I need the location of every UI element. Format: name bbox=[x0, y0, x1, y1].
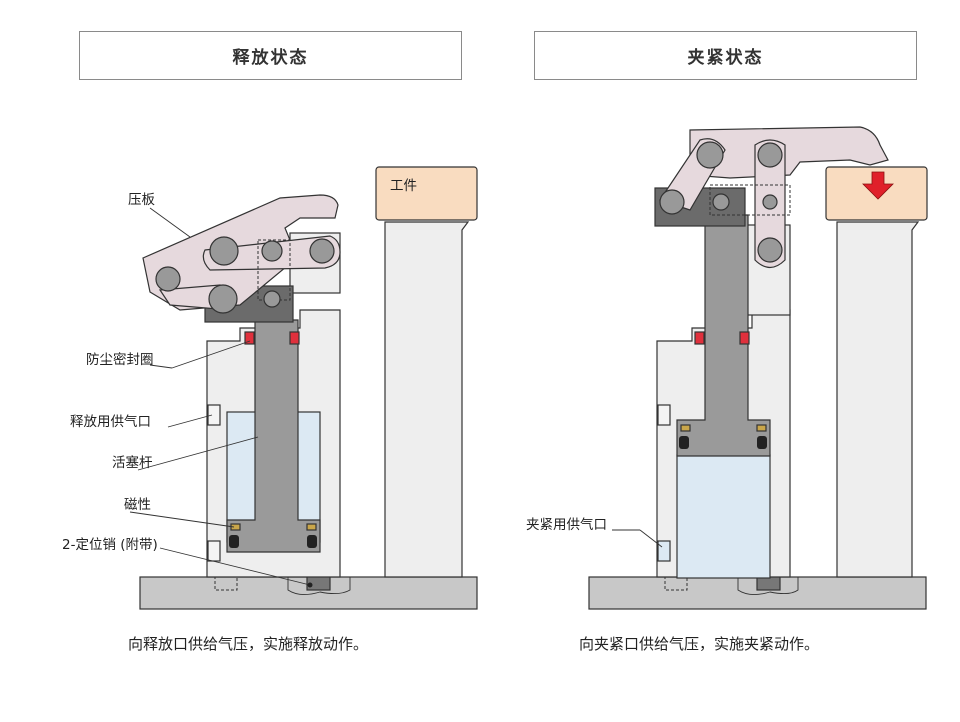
magnet-right bbox=[306, 523, 317, 531]
dust-seal-left bbox=[244, 331, 255, 345]
leader-dust-seal bbox=[171, 340, 251, 369]
hidden-link bbox=[257, 239, 291, 301]
piston-seal-right bbox=[307, 535, 317, 548]
clamp-diagram-right: 夹紧用供气口 向夹紧口供给气压，实施夹紧动作。 bbox=[526, 126, 928, 653]
locating-pin-label: 2-定位销 (附带) bbox=[62, 537, 158, 553]
release-diagram: 工件 bbox=[62, 166, 478, 653]
clamp-port bbox=[657, 540, 671, 562]
piston-rod-label: 活塞杆 bbox=[112, 454, 153, 471]
piston-rod bbox=[226, 319, 321, 553]
workpiece-support bbox=[384, 221, 470, 578]
dust-seal-right bbox=[289, 331, 300, 345]
pivot-pin-3 bbox=[261, 240, 283, 262]
clamp-caption: 向夹紧口供给气压，实施夹紧动作。 bbox=[579, 635, 819, 653]
air-chamber-right bbox=[676, 454, 771, 579]
workpiece bbox=[375, 166, 478, 221]
clamp-port-left bbox=[207, 540, 221, 562]
pivot-pin-1 bbox=[155, 266, 181, 292]
leader-clamp-port bbox=[639, 529, 663, 548]
workpiece-label: 工件 bbox=[390, 178, 417, 194]
leader-piston-rod bbox=[137, 436, 259, 471]
piston-rod-right bbox=[676, 214, 771, 457]
pivot-pin-2 bbox=[209, 236, 239, 266]
leader-release-port bbox=[167, 414, 213, 428]
piston-seal-left bbox=[229, 535, 239, 548]
leader-magnet bbox=[129, 511, 235, 528]
release-port bbox=[207, 404, 221, 426]
workpiece-support-right bbox=[836, 221, 920, 578]
leader-locating-pin bbox=[159, 547, 311, 586]
clamp-arm-right bbox=[689, 126, 889, 179]
leader-clamp-arm bbox=[149, 207, 191, 238]
release-caption: 向释放口供给气压，实施释放动作。 bbox=[128, 635, 368, 653]
pivot-pin-4 bbox=[309, 238, 335, 264]
pivot-pin-6 bbox=[263, 290, 281, 308]
clamp-port-label: 夹紧用供气口 bbox=[526, 517, 607, 533]
release-state-header: 释放状态 bbox=[79, 31, 462, 80]
dust-seal-label: 防尘密封圈 bbox=[86, 351, 154, 368]
magnet-label: 磁性 bbox=[124, 497, 151, 513]
release-port-label: 释放用供气口 bbox=[70, 414, 151, 430]
clamp-state-header: 夹紧状态 bbox=[534, 31, 917, 80]
clamp-force-arrow bbox=[862, 171, 894, 200]
clamp-arm-label: 压板 bbox=[128, 192, 155, 208]
pivot-pin-5 bbox=[208, 284, 238, 314]
pin-hole-outline bbox=[287, 577, 351, 595]
